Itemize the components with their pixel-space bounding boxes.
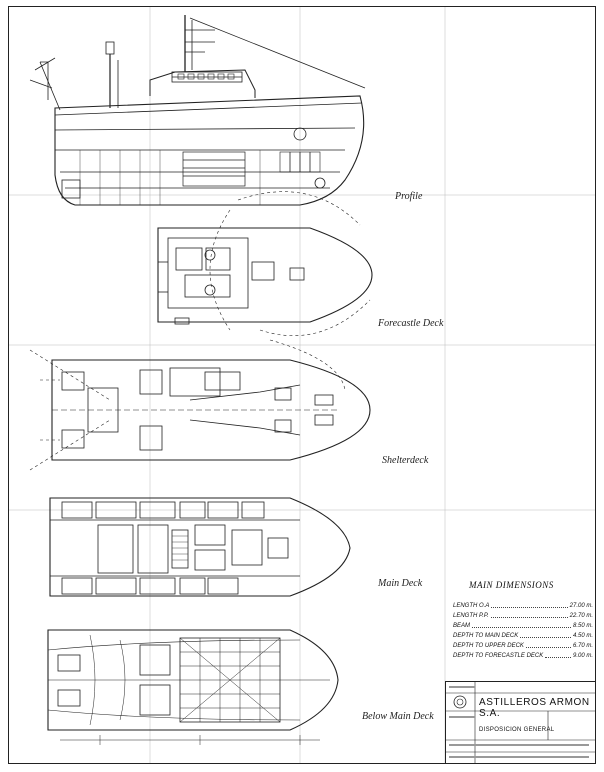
view-label-shelterdeck: Shelterdeck: [382, 455, 429, 466]
sheet-info-lines: [449, 716, 475, 718]
dimension-row: DEPTH TO FORECASTLE DECK 9.00 m.: [453, 651, 593, 660]
dimension-row: DEPTH TO UPPER DECK 6.70 m.: [453, 641, 593, 650]
dimension-value: 27.00 m.: [569, 602, 593, 609]
title-block-lines: [445, 681, 596, 764]
dimension-label: BEAM: [453, 622, 471, 629]
forecastle-deck-view: [157, 191, 373, 336]
dimension-value: 9.00 m.: [572, 652, 593, 659]
view-label-main-deck: Main Deck: [378, 578, 423, 589]
dimension-row: LENGTH P.P. 22.70 m.: [453, 611, 593, 620]
grid-lines: [8, 6, 596, 764]
dimension-value: 22.70 m.: [569, 612, 593, 619]
dimension-label: LENGTH P.P.: [453, 612, 489, 619]
dimension-label: LENGTH O.A: [453, 602, 490, 609]
revision-lines: [449, 686, 475, 688]
view-label-profile: Profile: [395, 191, 423, 202]
title-block: ASTILLEROS ARMON S.A. DISPOSICION GENERA…: [445, 681, 596, 764]
notes-lines: [449, 744, 589, 746]
dimension-label: DEPTH TO FORECASTLE DECK: [453, 652, 544, 659]
main-dimensions-title: MAIN DIMENSIONS: [469, 580, 554, 590]
dimension-label: DEPTH TO UPPER DECK: [453, 642, 524, 649]
profile-view: [29, 15, 366, 206]
dimension-value: 6.70 m.: [572, 642, 593, 649]
dimension-row: LENGTH O.A 27.00 m.: [453, 601, 593, 610]
view-label-forecastle-deck: Forecastle Deck: [378, 318, 444, 329]
main-deck-view: [49, 497, 351, 597]
dimension-value: 8.50 m.: [572, 622, 593, 629]
drawing-title: DISPOSICION GENERAL: [479, 727, 555, 733]
dimension-row: DEPTH TO MAIN DECK 4.50 m.: [453, 631, 593, 640]
dimension-label: DEPTH TO MAIN DECK: [453, 632, 519, 639]
below-main-deck-view: [47, 629, 339, 745]
dimension-row: BEAM 8.50 m.: [453, 621, 593, 630]
main-dimensions-table: MAIN DIMENSIONS LENGTH O.A 27.00 m. LENG…: [445, 575, 596, 681]
notes-lines: [449, 756, 589, 758]
view-label-below-main-deck: Below Main Deck: [362, 711, 434, 722]
company-name: ASTILLEROS ARMON S.A.: [479, 697, 590, 719]
shelterdeck-view: [29, 339, 371, 471]
dimension-value: 4.50 m.: [572, 632, 593, 639]
drawing-frame: [8, 6, 596, 764]
